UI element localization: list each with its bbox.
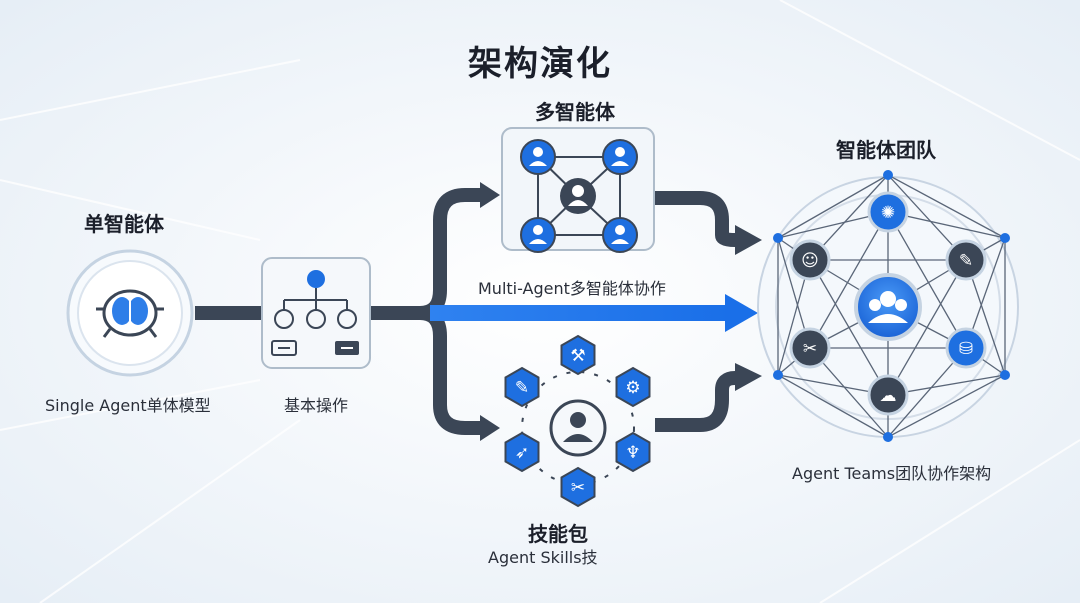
skills-heading: 技能包 [528,522,588,546]
page-title: 架构演化 [468,44,612,84]
skills-caption: Agent Skills技 [488,548,598,567]
network-dot [1000,370,1010,380]
multi-agent-node [501,127,655,253]
multi-agent-heading: 多智能体 [535,100,615,124]
blue-arrow-to-teams [430,305,730,321]
svg-text:☺: ☺ [801,251,819,271]
basic-ops-caption: 基本操作 [284,396,349,415]
svg-text:⚒: ⚒ [570,346,585,366]
svg-text:✂: ✂ [803,339,817,359]
svg-text:⚙: ⚙ [625,378,640,398]
cloud-icon: ☁ [867,374,909,416]
arrow-to-skills [419,306,480,435]
svg-text:➶: ➶ [515,443,529,463]
skills-node: ⚒ ⚙ ♆ ✂ ➶ ✎ [504,334,651,508]
wrench-icon: ✎ [945,239,987,281]
svg-text:♆: ♆ [625,443,640,463]
network-dot [1000,233,1010,243]
user-icon: ☺ [789,239,831,281]
svg-text:✂: ✂ [571,478,585,498]
arrow-to-multi-agent [419,188,480,320]
brain-icon: ✺ [867,191,909,233]
wrench-icon: ✎ [504,366,540,408]
hierarchy-icon [271,270,359,356]
agent-teams-heading: 智能体团队 [836,138,936,162]
single-agent-heading: 单智能体 [84,212,164,236]
rocket-icon: ➶ [504,431,540,473]
gear-icon: ⚙ [615,366,651,408]
tools-icon: ✂ [789,327,831,369]
basic-ops-node [261,257,371,369]
single-agent-node [66,249,194,377]
agent-icon-tl [520,139,556,175]
network-dot [883,432,893,442]
lamp-icon: ♆ [615,431,651,473]
network-dot [883,170,893,180]
arrow-multi-to-teams [655,191,736,247]
agent-icon-bl [520,217,556,253]
svg-text:⛁: ⛁ [959,339,973,359]
agent-icon-tr [602,139,638,175]
network-dot [773,370,783,380]
database-icon: ⛁ [945,327,987,369]
tools-icon: ✂ [560,466,596,508]
team-hub-icon [854,273,922,341]
brain-icon [96,289,164,338]
network-dot [773,233,783,243]
agent-icon-center [560,178,596,214]
hammer-icon: ⚒ [560,334,596,376]
svg-text:✎: ✎ [959,251,973,271]
agent-teams-caption: Agent Teams团队协作架构 [792,464,992,483]
single-agent-caption: Single Agent单体模型 [45,396,211,415]
svg-text:✎: ✎ [515,378,529,398]
svg-text:✺: ✺ [881,203,895,223]
arrow-skills-to-teams [655,371,736,432]
svg-text:☁: ☁ [880,386,897,406]
agent-teams-node: ✺ ✎ ⛁ ☁ ✂ ☺ [757,170,1019,442]
agent-icon-br [602,217,638,253]
multi-agent-caption: Multi-Agent多智能体协作 [478,279,666,298]
